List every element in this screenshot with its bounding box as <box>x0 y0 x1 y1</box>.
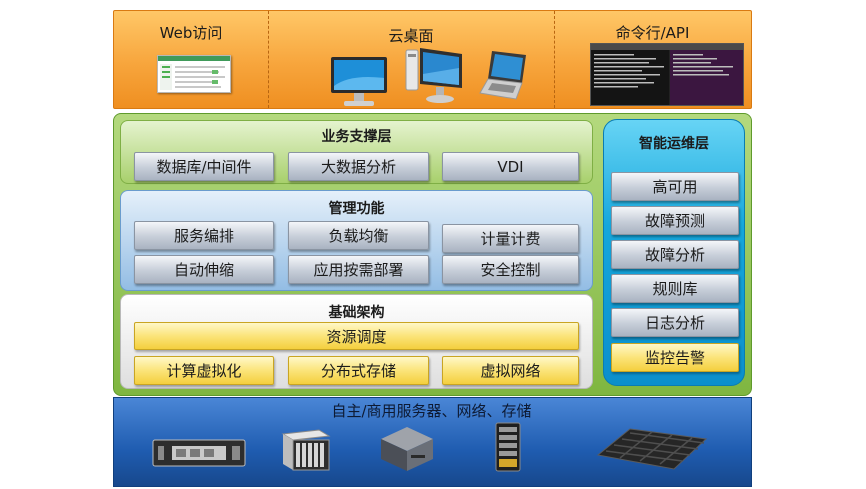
management-item-metering-billing: 计量计费 <box>442 224 579 253</box>
infrastructure-layer-title: 基础架构 <box>328 305 385 321</box>
management-layer-title: 管理功能 <box>328 201 385 217</box>
terminal-screenshot-icon <box>590 43 744 106</box>
divider <box>268 11 269 108</box>
access-web-label: Web访问 <box>159 24 223 42</box>
access-desktop-label: 云桌面 <box>388 27 434 45</box>
infrastructure-item-compute-virtualization: 计算虚拟化 <box>134 356 274 385</box>
thin-client-icon <box>404 44 466 110</box>
ops-item-log-analysis: 日志分析 <box>611 308 739 337</box>
infrastructure-item-virtual-network: 虚拟网络 <box>442 356 579 385</box>
divider <box>554 11 555 108</box>
management-item-orchestration: 服务编排 <box>134 221 274 250</box>
appliance-server-icon <box>379 425 435 477</box>
management-item-load-balancing: 负载均衡 <box>288 221 429 250</box>
web-screenshot-icon <box>157 55 231 93</box>
business-item-vdi: VDI <box>442 152 579 181</box>
management-item-auto-scaling: 自动伸缩 <box>134 255 274 284</box>
rack-server-icon <box>152 438 246 472</box>
blade-server-icon <box>279 428 331 476</box>
ops-item-fault-prediction: 故障预测 <box>611 206 739 235</box>
business-item-database-middleware: 数据库/中间件 <box>134 152 274 181</box>
network-switch-icon <box>494 421 522 477</box>
hardware-title: 自主/商用服务器、网络、存储 <box>331 402 532 420</box>
storage-array-icon <box>596 425 708 479</box>
business-layer-title: 业务支撑层 <box>321 129 392 145</box>
business-item-big-data: 大数据分析 <box>288 152 429 181</box>
ops-layer-title: 智能运维层 <box>639 136 709 152</box>
access-band: Web访问 云桌面 命令行/API <box>113 10 752 109</box>
management-item-on-demand-deploy: 应用按需部署 <box>288 255 429 284</box>
ops-item-monitoring-alerting: 监控告警 <box>611 343 739 372</box>
access-cli-label: 命令行/API <box>615 24 690 42</box>
ops-item-fault-analysis: 故障分析 <box>611 240 739 269</box>
laptop-icon <box>478 49 530 107</box>
infrastructure-item-distributed-storage: 分布式存储 <box>288 356 429 385</box>
ops-item-high-availability: 高可用 <box>611 172 739 201</box>
ops-item-rule-base: 规则库 <box>611 274 739 303</box>
desktop-monitor-icon <box>330 56 388 112</box>
management-item-security-control: 安全控制 <box>442 255 579 284</box>
resource-scheduling-bar: 资源调度 <box>134 322 579 350</box>
